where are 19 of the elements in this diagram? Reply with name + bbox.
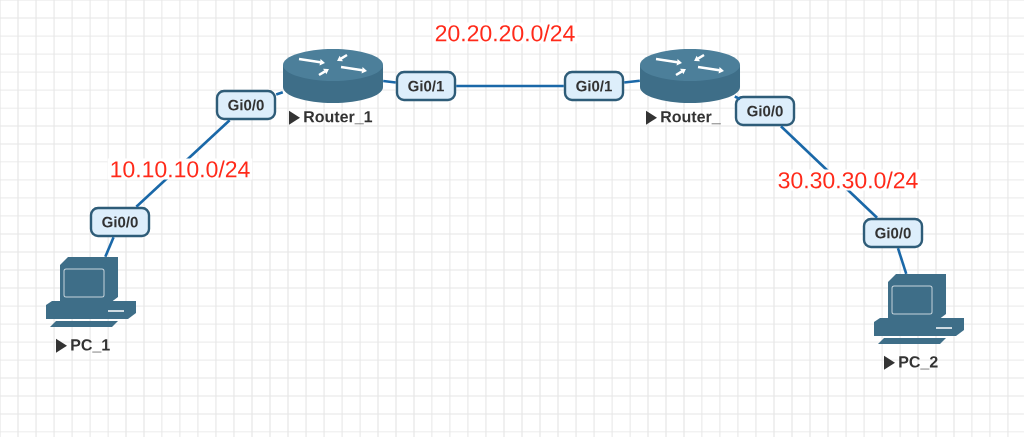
subnet-label: 20.20.20.0/24 — [432, 22, 578, 44]
link-line — [275, 91, 284, 96]
device-label: Router_ — [646, 110, 721, 125]
subnet-label: 30.30.30.0/24 — [775, 169, 921, 191]
port-badge: Gi0/0 — [862, 217, 924, 249]
port-badge: Gi0/1 — [563, 70, 625, 102]
link-line — [456, 84, 564, 88]
port-badge: Gi0/0 — [215, 89, 277, 121]
port-badge: Gi0/1 — [395, 70, 457, 102]
link-line — [104, 236, 115, 258]
device-label: PC_1 — [56, 338, 110, 353]
port-badge: Gi0/0 — [89, 206, 151, 238]
device-label: PC_2 — [884, 355, 938, 370]
link-line — [383, 79, 396, 84]
device-label: Router_1 — [289, 110, 373, 125]
link-line — [896, 247, 908, 275]
link-line — [624, 79, 640, 84]
port-badge: Gi0/0 — [734, 95, 796, 127]
subnet-label: 10.10.10.0/24 — [107, 158, 253, 180]
